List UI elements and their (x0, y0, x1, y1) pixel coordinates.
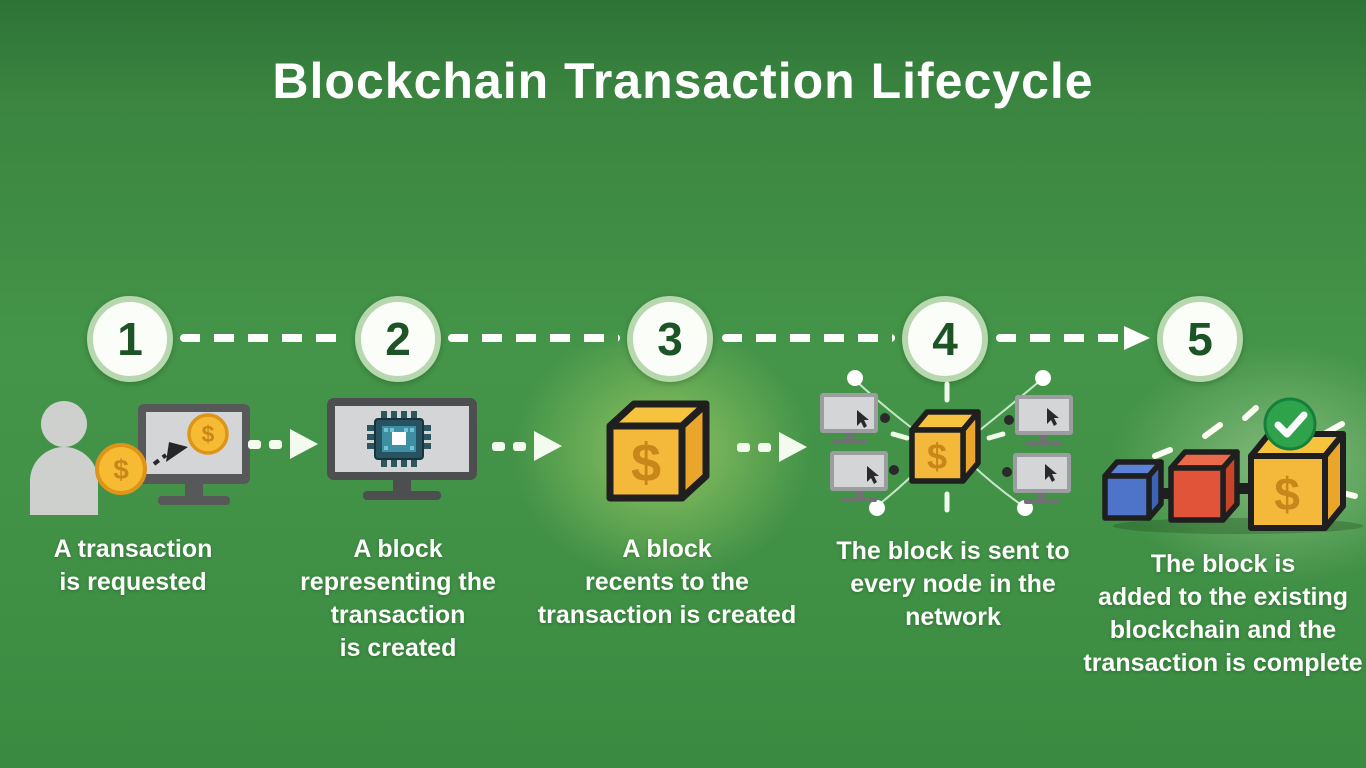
person-requests-transaction-icon: $ $ (30, 401, 250, 515)
central-block-cube-icon (909, 409, 981, 484)
person-head (41, 401, 87, 447)
arrow-dash (758, 442, 771, 452)
blockchain-complete-icon: $ (1102, 397, 1363, 534)
connector-2-3 (448, 334, 620, 342)
step-1-caption: A transaction is requested (53, 535, 213, 596)
cpu-chip-icon (367, 411, 431, 467)
arrow-step3-to-step4-icon (737, 432, 807, 462)
monitor-neck (185, 484, 203, 496)
arrow-dash (737, 442, 750, 452)
step-4-circle: 4 (902, 296, 988, 382)
monitor-base (158, 496, 230, 505)
node-monitor-bottom-left (830, 451, 899, 502)
node-monitor-bottom-right (1002, 453, 1071, 504)
step-1-circle: 1 (87, 296, 173, 382)
person-body (30, 447, 98, 515)
monitor-neck (393, 480, 411, 491)
network-broadcast-icon: $ (820, 370, 1073, 516)
red-cube-icon (1168, 449, 1240, 523)
coin-on-screen-dollar-glyph: $ (202, 421, 215, 447)
blue-cube-icon (1102, 459, 1164, 521)
central-cube-dollar-glyph: $ (927, 436, 947, 477)
check-icon (1274, 411, 1308, 438)
connector-3-4 (722, 334, 895, 342)
coin-dollar-glyph: $ (113, 454, 129, 485)
arrow-step1-to-step2-icon (248, 429, 318, 459)
cursor-arrow-icon (166, 442, 188, 462)
arrow-tip (290, 429, 318, 459)
cube-front-face (606, 422, 686, 502)
coin-icon (95, 443, 147, 495)
step-3-circle: 3 (627, 296, 713, 382)
cube-side-face (678, 400, 710, 502)
connector-1-2 (180, 334, 348, 342)
monitor-base (363, 491, 441, 500)
cube-dollar-glyph: $ (631, 433, 661, 493)
node-monitor-top-left (820, 393, 890, 444)
yellow-cube-dollar-glyph: $ (1274, 468, 1300, 520)
block-cube-dollar-icon: $ (606, 400, 710, 502)
coin-on-screen-icon (187, 413, 229, 455)
connector-arrowhead-icon (1124, 326, 1150, 350)
step-5-circle: 5 (1157, 296, 1243, 382)
page-title: Blockchain Transaction Lifecycle (272, 53, 1094, 109)
yellow-cube-icon (1248, 431, 1346, 531)
arrow-dash (513, 441, 526, 451)
step-2-number: 2 (385, 313, 411, 365)
arrow-tip (779, 432, 807, 462)
step-5-number: 5 (1187, 313, 1213, 365)
checkmark-badge-icon (1263, 397, 1317, 451)
arrow-step2-to-step3-icon (492, 431, 562, 461)
step-3-caption: A block recents to the transaction is cr… (537, 535, 797, 629)
step-3-number: 3 (657, 313, 683, 365)
step-4-caption: The block is sent to every node in the n… (836, 537, 1070, 631)
step-1-number: 1 (117, 313, 143, 365)
step-4-number: 4 (932, 313, 958, 365)
arrow-dash (269, 439, 282, 449)
computer-creates-block-icon (327, 398, 477, 500)
step-2-circle: 2 (355, 296, 441, 382)
arrow-dash (492, 441, 505, 451)
arrow-tip (534, 431, 562, 461)
arrow-dash (248, 439, 261, 449)
connector-4-5 (996, 334, 1122, 342)
step-5-caption: The block is added to the existing block… (1083, 550, 1363, 677)
node-monitor-top-right (1004, 395, 1073, 446)
cursor-trail (152, 453, 168, 466)
step-2-caption: A block representing the transaction is … (300, 535, 496, 662)
network-dashes (890, 381, 1006, 513)
